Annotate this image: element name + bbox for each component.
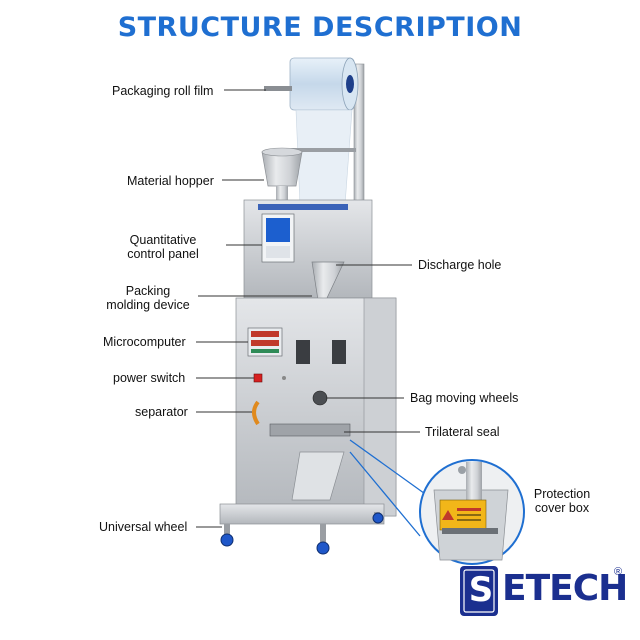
label-packing-line1: Packing	[125, 284, 171, 298]
label-bag-moving-wheels: Bag moving wheels	[410, 391, 519, 405]
label-packaging-roll-film: Packaging roll film	[112, 84, 214, 98]
label-universal-wheel: Universal wheel	[99, 520, 188, 534]
trilateral-seal	[269, 423, 351, 437]
label-discharge-hole: Discharge hole	[418, 258, 502, 272]
quantitative-control-panel	[261, 213, 295, 263]
label-quantitative-line2: control panel	[127, 247, 199, 261]
page-title: STRUCTURE DESCRIPTION	[117, 12, 523, 43]
label-trilateral-seal: Trilateral seal	[425, 425, 500, 439]
brand-initial: S	[468, 570, 494, 610]
label-separator: separator	[135, 405, 188, 419]
microcomputer-panel	[247, 327, 283, 357]
universal-wheel	[220, 512, 384, 555]
machine-base	[219, 503, 385, 525]
label-packing-molding-device: Packing molding device	[98, 284, 198, 312]
label-protection-line2: cover box	[534, 501, 590, 515]
film-sheet	[295, 109, 353, 206]
label-power-switch: power switch	[113, 371, 186, 385]
brand-logo: S ETECH ®	[458, 566, 633, 618]
label-protection-line1: Protection	[533, 487, 591, 501]
material-hopper	[261, 147, 356, 200]
power-switch	[253, 373, 263, 383]
label-quantitative-line1: Quantitative	[129, 233, 197, 247]
label-packing-line2: molding device	[106, 298, 190, 312]
leader-lines	[196, 89, 420, 528]
label-protection-cover-box: Protection cover box	[526, 487, 598, 515]
brand-logo-mark	[460, 566, 498, 616]
film-roll	[264, 57, 359, 111]
brand-registered-mark: ®	[614, 566, 623, 578]
bag-moving-wheels	[296, 340, 346, 406]
discharge-chute	[291, 451, 345, 501]
label-microcomputer: Microcomputer	[103, 335, 186, 349]
protection-cover-zoom	[419, 459, 525, 565]
label-material-hopper: Material hopper	[127, 174, 214, 188]
label-quantitative-control-panel: Quantitative control panel	[103, 233, 223, 261]
brand-name: ETECH	[502, 568, 628, 609]
separator	[252, 400, 260, 426]
